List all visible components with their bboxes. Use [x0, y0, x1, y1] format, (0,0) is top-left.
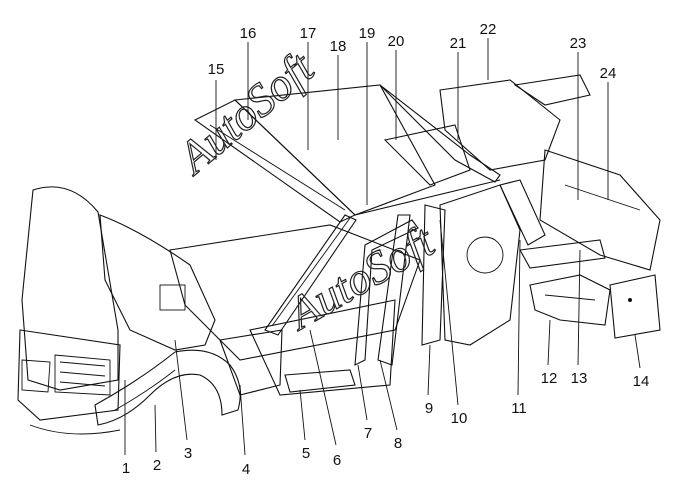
callout-3: 3	[184, 445, 192, 462]
callout-1: 1	[122, 460, 130, 477]
callout-labels: 1 2 3 4 5 6 7 8 9 10 11 12 13 14 15 16 1…	[122, 21, 650, 478]
leader-lines	[124, 38, 641, 456]
callout-6: 6	[333, 452, 341, 469]
callout-21: 21	[450, 35, 467, 52]
part-12-gusset	[529, 274, 611, 326]
callout-22: 22	[480, 21, 497, 38]
callout-8: 8	[394, 435, 402, 452]
callout-18: 18	[330, 38, 347, 55]
part-23-rear-panel	[513, 74, 661, 271]
pillar-a	[264, 214, 357, 336]
callout-20: 20	[388, 33, 405, 50]
pillar-b	[354, 219, 419, 366]
callout-7: 7	[364, 425, 372, 442]
callout-14: 14	[633, 373, 650, 390]
callout-5: 5	[302, 445, 310, 462]
hood-front-panel	[17, 186, 121, 435]
part-13-rear-bracket	[519, 239, 606, 269]
part-14-plate	[609, 274, 661, 339]
callout-15: 15	[208, 61, 225, 78]
part-11-pillar-d	[499, 179, 546, 246]
part-3-inner-panel	[99, 214, 216, 351]
callout-4: 4	[242, 461, 250, 478]
part-22-rear-header	[439, 79, 561, 171]
callout-24: 24	[600, 65, 617, 82]
callout-16: 16	[240, 25, 257, 42]
floor-pan	[169, 224, 421, 396]
callout-12: 12	[541, 370, 558, 387]
roof-panel	[193, 84, 501, 223]
part-2-wheel-arch	[94, 349, 241, 426]
callout-23: 23	[570, 35, 587, 52]
callout-9: 9	[425, 400, 433, 417]
callout-19: 19	[359, 25, 376, 42]
part-4-sill-front	[219, 329, 283, 396]
pillar-c	[377, 204, 446, 366]
part-5-crossmember	[284, 369, 356, 393]
quarter-panel	[439, 184, 521, 346]
callout-11: 11	[511, 400, 527, 417]
callout-10: 10	[451, 410, 468, 427]
callout-17: 17	[300, 25, 317, 42]
callout-2: 2	[153, 457, 161, 474]
callout-13: 13	[571, 370, 588, 387]
